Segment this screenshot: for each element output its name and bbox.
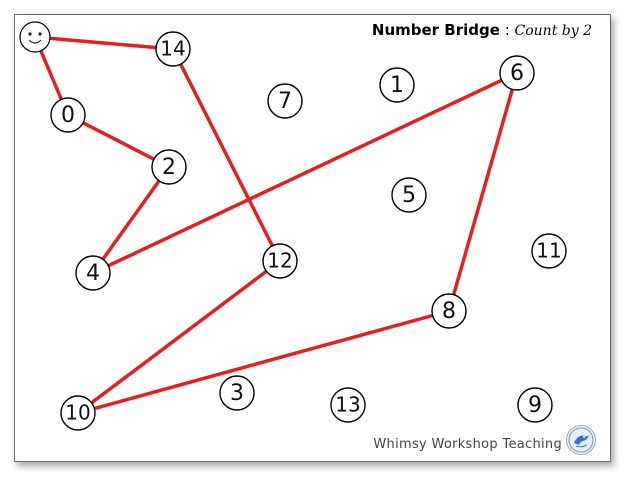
number-label: 2 bbox=[162, 155, 176, 180]
footer-credit: Whimsy Workshop Teaching bbox=[373, 437, 562, 452]
number-circle-4: 4 bbox=[75, 255, 111, 291]
number-circle-1: 1 bbox=[379, 67, 415, 103]
bridge-line-6-to-8 bbox=[447, 71, 519, 313]
title-sub: Count by 2 bbox=[514, 23, 592, 39]
number-label: 11 bbox=[536, 239, 561, 263]
title-separator: : bbox=[499, 21, 515, 39]
number-circle-8: 8 bbox=[431, 293, 467, 329]
brand-logo-icon bbox=[566, 425, 596, 455]
title-main: Number Bridge bbox=[371, 21, 500, 39]
bridge-board: 14 7 1 6 0 2 5 4 12 11 8 10 3 13 9 bbox=[19, 21, 567, 431]
number-circle-10: 10 bbox=[60, 395, 96, 431]
number-label: 13 bbox=[335, 393, 360, 417]
bridge-line-10-to-12 bbox=[76, 259, 282, 415]
bridge-line-8-to-10 bbox=[76, 309, 451, 415]
number-circle-9: 9 bbox=[517, 387, 553, 423]
page-title: Number Bridge : Count by 2 bbox=[372, 21, 592, 39]
number-circle-14: 14 bbox=[155, 31, 191, 67]
number-label: 7 bbox=[278, 89, 292, 114]
number-circle-13: 13 bbox=[330, 387, 366, 423]
number-label: 5 bbox=[402, 183, 416, 208]
number-circle-0: 0 bbox=[50, 97, 86, 133]
number-circle-7: 7 bbox=[267, 83, 303, 119]
number-label: 1 bbox=[390, 73, 404, 98]
number-circle-3: 3 bbox=[219, 375, 255, 411]
number-label: 8 bbox=[442, 299, 456, 324]
bridge-line-4-to-6 bbox=[91, 71, 519, 275]
number-label: 10 bbox=[65, 401, 90, 425]
number-circle-2: 2 bbox=[151, 149, 187, 185]
number-label: 6 bbox=[510, 61, 524, 86]
number-label: 0 bbox=[61, 103, 75, 128]
number-circle-12: 12 bbox=[262, 243, 298, 279]
bridge-line-0-to-2 bbox=[66, 113, 171, 169]
number-circle-11: 11 bbox=[531, 233, 567, 269]
smiley-face-icon bbox=[19, 21, 51, 53]
worksheet: 14 7 1 6 0 2 5 4 12 11 8 10 3 13 9 Number Bridge : Cou… bbox=[14, 14, 611, 462]
number-circle-5: 5 bbox=[391, 177, 427, 213]
number-label: 4 bbox=[86, 261, 100, 286]
bridge-line-2-to-4 bbox=[91, 165, 171, 275]
number-circle-6: 6 bbox=[499, 55, 535, 91]
number-label: 3 bbox=[230, 381, 244, 406]
number-label: 12 bbox=[267, 249, 292, 273]
number-label: 9 bbox=[528, 393, 542, 418]
number-label: 14 bbox=[160, 37, 185, 61]
bridge-line-12-to-14 bbox=[171, 47, 282, 263]
bridge-line-14-to-start bbox=[33, 35, 175, 51]
